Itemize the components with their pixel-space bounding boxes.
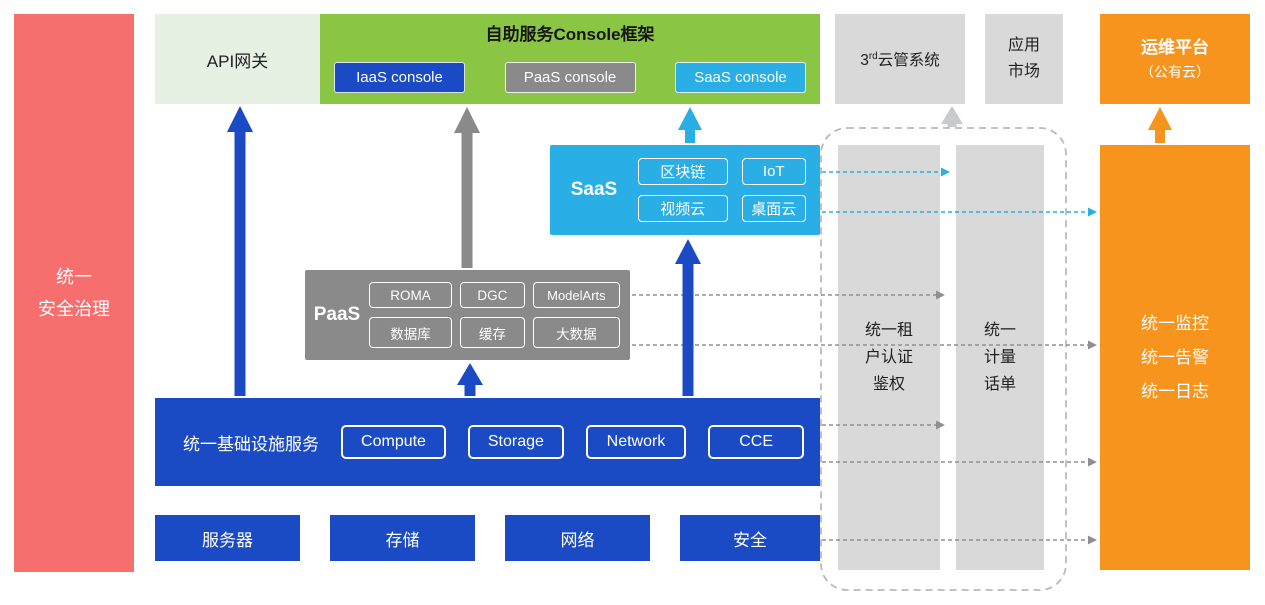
console-frame-title: 自助服务Console框架: [485, 24, 655, 44]
arrow-saas-to-console: [678, 107, 702, 143]
infrastructure-item-storage: Storage: [467, 425, 564, 459]
infrastructure-item-compute: Compute: [341, 425, 446, 459]
paas-item-modelarts: ModelArts: [532, 282, 620, 308]
arrow-paas-to-console: [454, 107, 480, 268]
hardware-box-security: 安全: [680, 515, 820, 561]
third-party-base: 3: [860, 52, 869, 69]
security-governance-label-line2: 安全治理: [38, 299, 110, 319]
hardware-box-storage: 存储: [330, 515, 475, 561]
paas-item-cache: 缓存: [460, 317, 525, 348]
metering-line1: 统一: [983, 321, 1016, 339]
tenant-auth-bar: 统一租 户认证 鉴权: [838, 145, 940, 570]
infrastructure-box: 统一基础设施服务 Compute Storage Network CCE: [155, 398, 820, 486]
api-gateway-box: API网关: [155, 14, 320, 104]
om-platform-box: 运维平台 （公有云）: [1100, 14, 1250, 104]
hardware-box-network: 网络: [505, 515, 650, 561]
iaas-console-chip: IaaS console: [334, 62, 465, 93]
om-platform-label-line2: （公有云）: [1140, 64, 1210, 81]
paas-item-bigdata: 大数据: [532, 317, 620, 348]
saas-label: SaaS: [570, 179, 618, 200]
paas-box: PaaS ROMA DGC ModelArts 数据库 缓存 大数据: [305, 270, 630, 360]
infrastructure-item-network: Network: [585, 425, 687, 459]
monitoring-line3: 统一日志: [1141, 381, 1209, 401]
third-party-sup: rd: [868, 50, 878, 62]
arrow-infra-to-api-gateway: [227, 106, 253, 396]
third-party-cloud-label: 3rd云管系统: [860, 48, 940, 70]
tenant-auth-line1: 统一租: [864, 321, 913, 339]
api-gateway-label: API网关: [206, 51, 269, 71]
hardware-box-server: 服务器: [155, 515, 300, 561]
arrow-infra-to-saas: [675, 239, 701, 396]
paas-item-grid: ROMA DGC ModelArts 数据库 缓存 大数据: [369, 282, 620, 348]
third-party-cloud-box: 3rd云管系统: [835, 14, 965, 104]
saas-item-iot: IoT: [741, 158, 806, 185]
infrastructure-item-row: Compute Storage Network CCE: [341, 425, 804, 459]
saas-box: SaaS 区块链 IoT 视频云 桌面云: [550, 145, 820, 235]
saas-item-video-cloud: 视频云: [638, 195, 728, 222]
paas-label: PaaS: [313, 304, 361, 325]
console-chip-row: IaaS console PaaS console SaaS console: [334, 62, 806, 93]
saas-item-desktop-cloud: 桌面云: [741, 195, 806, 222]
infrastructure-label: 统一基础设施服务: [183, 434, 319, 454]
paas-item-database: 数据库: [369, 317, 453, 348]
app-market-label-line1: 应用: [1007, 37, 1040, 55]
third-party-rest: 云管系统: [877, 52, 940, 69]
arrow-shared-to-top-boxes: [941, 106, 963, 127]
metering-line3: 话单: [983, 376, 1016, 394]
arrow-infra-to-paas: [457, 363, 483, 396]
console-frame-box: 自助服务Console框架 IaaS console PaaS console …: [320, 14, 820, 104]
saas-item-blockchain: 区块链: [638, 158, 728, 185]
metering-line2: 计量: [983, 348, 1016, 366]
infrastructure-item-cce: CCE: [708, 425, 804, 459]
metering-bar: 统一 计量 话单: [956, 145, 1044, 570]
security-governance-bar: 统一 安全治理: [14, 14, 134, 572]
om-platform-label-line1: 运维平台: [1141, 38, 1209, 58]
paas-item-dgc: DGC: [460, 282, 525, 308]
monitoring-line2: 统一告警: [1141, 347, 1209, 367]
security-governance-label-line1: 统一: [56, 266, 92, 287]
paas-item-roma: ROMA: [369, 282, 453, 308]
saas-item-grid: 区块链 IoT 视频云 桌面云: [638, 158, 806, 222]
tenant-auth-line2: 户认证: [864, 348, 913, 366]
saas-console-chip: SaaS console: [675, 62, 806, 93]
tenant-auth-line3: 鉴权: [872, 376, 905, 394]
monitoring-bar: 统一监控 统一告警 统一日志: [1100, 145, 1250, 570]
app-market-box: 应用 市场: [985, 14, 1063, 104]
monitoring-line1: 统一监控: [1141, 313, 1209, 333]
arrow-monitoring-to-om-platform: [1148, 107, 1172, 143]
paas-console-chip: PaaS console: [504, 62, 636, 93]
app-market-label-line2: 市场: [1007, 63, 1040, 80]
